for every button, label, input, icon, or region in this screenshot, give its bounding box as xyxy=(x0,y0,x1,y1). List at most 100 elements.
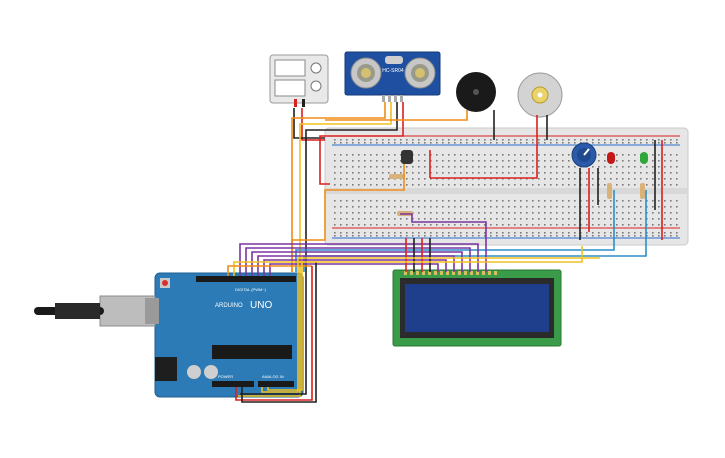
breadboard-hole xyxy=(430,206,432,208)
breadboard-hole xyxy=(418,235,420,237)
lcd-pin xyxy=(434,271,437,275)
breadboard-hole xyxy=(646,166,648,168)
breadboard-hole xyxy=(526,142,528,144)
breadboard-hole xyxy=(544,154,546,156)
breadboard-hole xyxy=(634,212,636,214)
breadboard-hole xyxy=(478,139,480,141)
breadboard-hole xyxy=(586,218,588,220)
breadboard-hole xyxy=(346,206,348,208)
breadboard[interactable] xyxy=(324,127,689,246)
breadboard-hole xyxy=(436,206,438,208)
sensor-label: HC-SR04 xyxy=(382,68,404,74)
breadboard-hole xyxy=(652,160,654,162)
breadboard-hole xyxy=(424,200,426,202)
breadboard-hole xyxy=(454,200,456,202)
breadboard-hole xyxy=(580,139,582,141)
breadboard-hole xyxy=(562,235,564,237)
breadboard-hole xyxy=(490,172,492,174)
breadboard-hole xyxy=(628,200,630,202)
breadboard-hole xyxy=(466,200,468,202)
breadboard-hole xyxy=(544,235,546,237)
breadboard-hole xyxy=(508,172,510,174)
breadboard-hole xyxy=(352,184,354,186)
breadboard-hole xyxy=(616,142,618,144)
breadboard-hole xyxy=(334,184,336,186)
breadboard-hole xyxy=(544,172,546,174)
green-led[interactable] xyxy=(640,152,648,164)
breadboard-hole xyxy=(658,232,660,234)
breadboard-hole xyxy=(592,142,594,144)
breadboard-hole xyxy=(388,232,390,234)
breadboard-hole xyxy=(508,218,510,220)
breadboard-hole xyxy=(454,206,456,208)
breadboard-hole xyxy=(418,200,420,202)
breadboard-hole xyxy=(664,184,666,186)
breadboard-hole xyxy=(358,139,360,141)
breadboard-hole xyxy=(550,184,552,186)
breadboard-hole xyxy=(448,160,450,162)
breadboard-hole xyxy=(436,172,438,174)
breadboard-hole xyxy=(616,218,618,220)
breadboard-hole xyxy=(520,235,522,237)
usb-cable xyxy=(34,303,104,319)
breadboard-hole xyxy=(484,200,486,202)
breadboard-hole xyxy=(532,142,534,144)
breadboard-hole xyxy=(550,235,552,237)
potentiometer[interactable] xyxy=(571,142,597,168)
breadboard-hole xyxy=(514,218,516,220)
current-sensor-module[interactable] xyxy=(269,54,329,107)
breadboard-hole xyxy=(562,178,564,180)
red-led[interactable] xyxy=(607,152,615,164)
breadboard-hole xyxy=(520,200,522,202)
breadboard-hole xyxy=(532,235,534,237)
breadboard-hole xyxy=(430,232,432,234)
breadboard-hole xyxy=(376,218,378,220)
breadboard-hole xyxy=(544,142,546,144)
breadboard-hole xyxy=(670,224,672,226)
breadboard-hole xyxy=(388,200,390,202)
breadboard-hole xyxy=(550,172,552,174)
arduino-uno[interactable]: ARDUINO UNO DIGITAL (PWM~) POWER ANALOG … xyxy=(99,272,304,398)
breadboard-hole xyxy=(646,139,648,141)
breadboard-hole xyxy=(364,178,366,180)
breadboard-hole xyxy=(382,184,384,186)
breadboard-hole xyxy=(556,166,558,168)
breadboard-hole xyxy=(388,139,390,141)
breadboard-hole xyxy=(676,232,678,234)
breadboard-hole xyxy=(400,232,402,234)
breadboard-hole xyxy=(634,224,636,226)
breadboard-hole xyxy=(394,212,396,214)
breadboard-hole xyxy=(340,154,342,156)
breadboard-hole xyxy=(340,232,342,234)
breadboard-hole xyxy=(388,160,390,162)
breadboard-hole xyxy=(538,235,540,237)
temperature-sensor[interactable] xyxy=(401,150,413,164)
breadboard-hole xyxy=(532,166,534,168)
breadboard-hole xyxy=(388,212,390,214)
breadboard-hole xyxy=(532,154,534,156)
breadboard-hole xyxy=(472,172,474,174)
lcd-pin xyxy=(422,271,425,275)
breadboard-hole xyxy=(352,200,354,202)
ultrasonic-sensor[interactable]: HC-SR04 xyxy=(344,51,441,102)
breadboard-hole xyxy=(538,218,540,220)
breadboard-hole xyxy=(574,172,576,174)
breadboard-hole xyxy=(526,206,528,208)
lcd-display[interactable] xyxy=(392,269,562,347)
reset-button[interactable] xyxy=(162,280,168,286)
breadboard-hole xyxy=(400,184,402,186)
breadboard-hole xyxy=(610,218,612,220)
breadboard-hole xyxy=(676,224,678,226)
breadboard-hole xyxy=(640,224,642,226)
breadboard-hole xyxy=(430,200,432,202)
lcd-pin xyxy=(410,271,413,275)
breadboard-hole xyxy=(544,184,546,186)
dc-motor[interactable] xyxy=(517,72,563,118)
breadboard-hole xyxy=(616,160,618,162)
breadboard-hole xyxy=(520,142,522,144)
breadboard-hole xyxy=(394,160,396,162)
piezo-buzzer[interactable] xyxy=(456,72,496,112)
breadboard-hole xyxy=(508,206,510,208)
breadboard-hole xyxy=(574,224,576,226)
